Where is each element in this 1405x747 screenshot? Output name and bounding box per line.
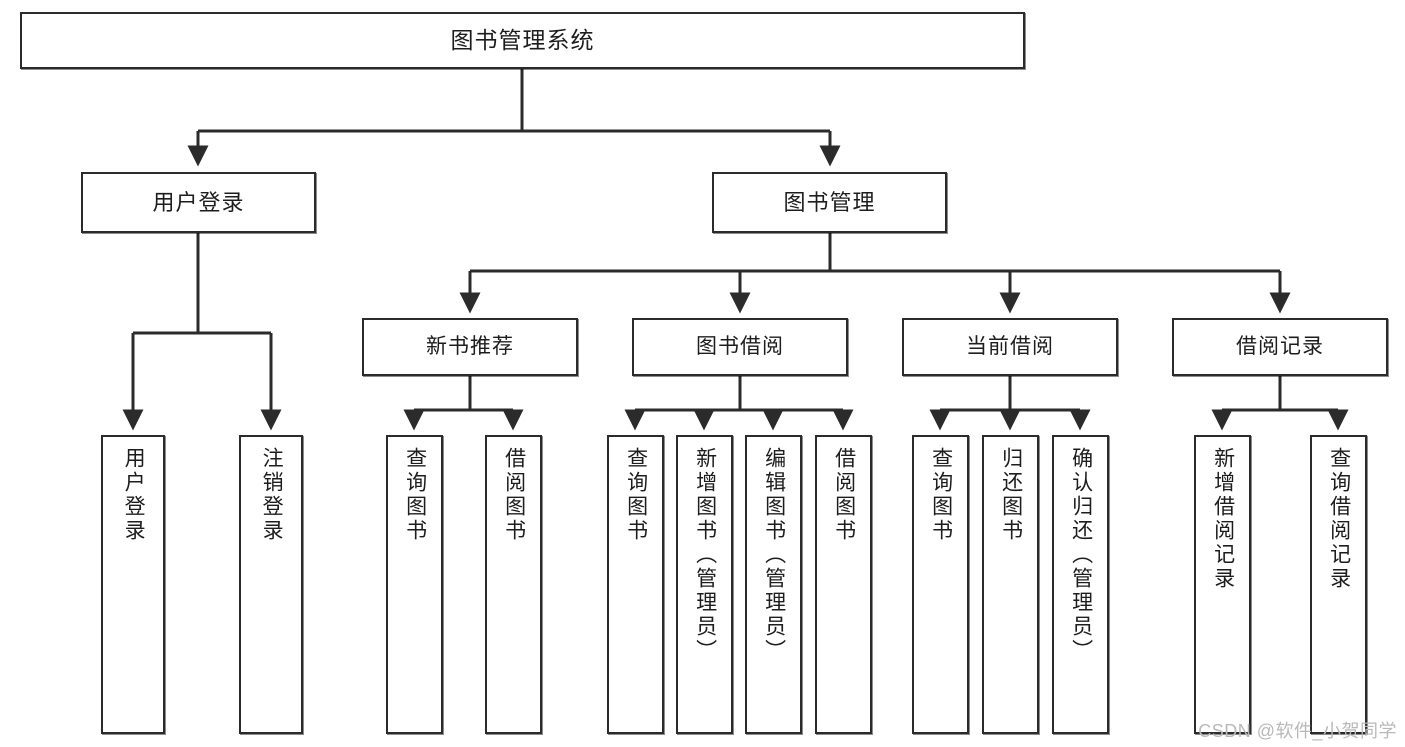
node-book-management[interactable]: 图书管理: [712, 172, 947, 233]
node-root-label: 图书管理系统: [450, 27, 595, 54]
node-book-borrow[interactable]: 图书借阅: [632, 318, 848, 376]
node-leaf-user-login-label: 用户登录: [122, 447, 146, 543]
node-leaf-query-book-1[interactable]: 查询图书: [386, 435, 443, 734]
node-leaf-query-book-3[interactable]: 查询图书: [912, 435, 969, 734]
node-leaf-add-book[interactable]: 新增图书（管理员）: [676, 435, 733, 734]
node-leaf-user-login[interactable]: 用户登录: [101, 435, 165, 734]
node-leaf-logout[interactable]: 注销登录: [239, 435, 303, 734]
node-leaf-add-book-label: 新增图书（管理员）: [693, 447, 717, 663]
node-leaf-query-book-2[interactable]: 查询图书: [607, 435, 664, 734]
node-leaf-query-book-1-label: 查询图书: [403, 447, 427, 543]
node-leaf-query-record-label: 查询借阅记录: [1327, 447, 1351, 591]
node-current-borrow-label: 当前借阅: [966, 334, 1054, 358]
node-root[interactable]: 图书管理系统: [20, 12, 1025, 69]
node-leaf-return-book[interactable]: 归还图书: [982, 435, 1039, 734]
node-borrow-record-label: 借阅记录: [1236, 334, 1324, 358]
node-current-borrow[interactable]: 当前借阅: [902, 318, 1118, 376]
node-leaf-borrow-book-1[interactable]: 借阅图书: [485, 435, 542, 734]
node-leaf-logout-label: 注销登录: [260, 447, 284, 543]
node-new-book-recommend-label: 新书推荐: [426, 334, 514, 358]
node-leaf-add-record[interactable]: 新增借阅记录: [1194, 435, 1251, 734]
node-book-management-label: 图书管理: [783, 189, 876, 215]
node-leaf-return-book-label: 归还图书: [999, 447, 1023, 543]
node-book-borrow-label: 图书借阅: [696, 334, 784, 358]
node-leaf-edit-book-label: 编辑图书（管理员）: [762, 447, 786, 663]
node-leaf-edit-book[interactable]: 编辑图书（管理员）: [745, 435, 802, 734]
node-new-book-recommend[interactable]: 新书推荐: [362, 318, 578, 376]
node-leaf-borrow-book-1-label: 借阅图书: [502, 447, 526, 543]
csdn-watermark: CSDN @软件_小贺同学: [1198, 721, 1397, 741]
node-leaf-confirm-return[interactable]: 确认归还（管理员）: [1052, 435, 1109, 734]
node-leaf-confirm-return-label: 确认归还（管理员）: [1069, 447, 1093, 663]
node-borrow-record[interactable]: 借阅记录: [1172, 318, 1388, 376]
node-leaf-query-record[interactable]: 查询借阅记录: [1310, 435, 1367, 734]
node-leaf-borrow-book-2-label: 借阅图书: [832, 447, 856, 543]
node-user-login[interactable]: 用户登录: [81, 172, 316, 233]
node-leaf-query-book-2-label: 查询图书: [624, 447, 648, 543]
node-leaf-borrow-book-2[interactable]: 借阅图书: [815, 435, 872, 734]
node-leaf-query-book-3-label: 查询图书: [929, 447, 953, 543]
node-user-login-label: 用户登录: [152, 189, 245, 215]
node-leaf-add-record-label: 新增借阅记录: [1211, 447, 1235, 591]
